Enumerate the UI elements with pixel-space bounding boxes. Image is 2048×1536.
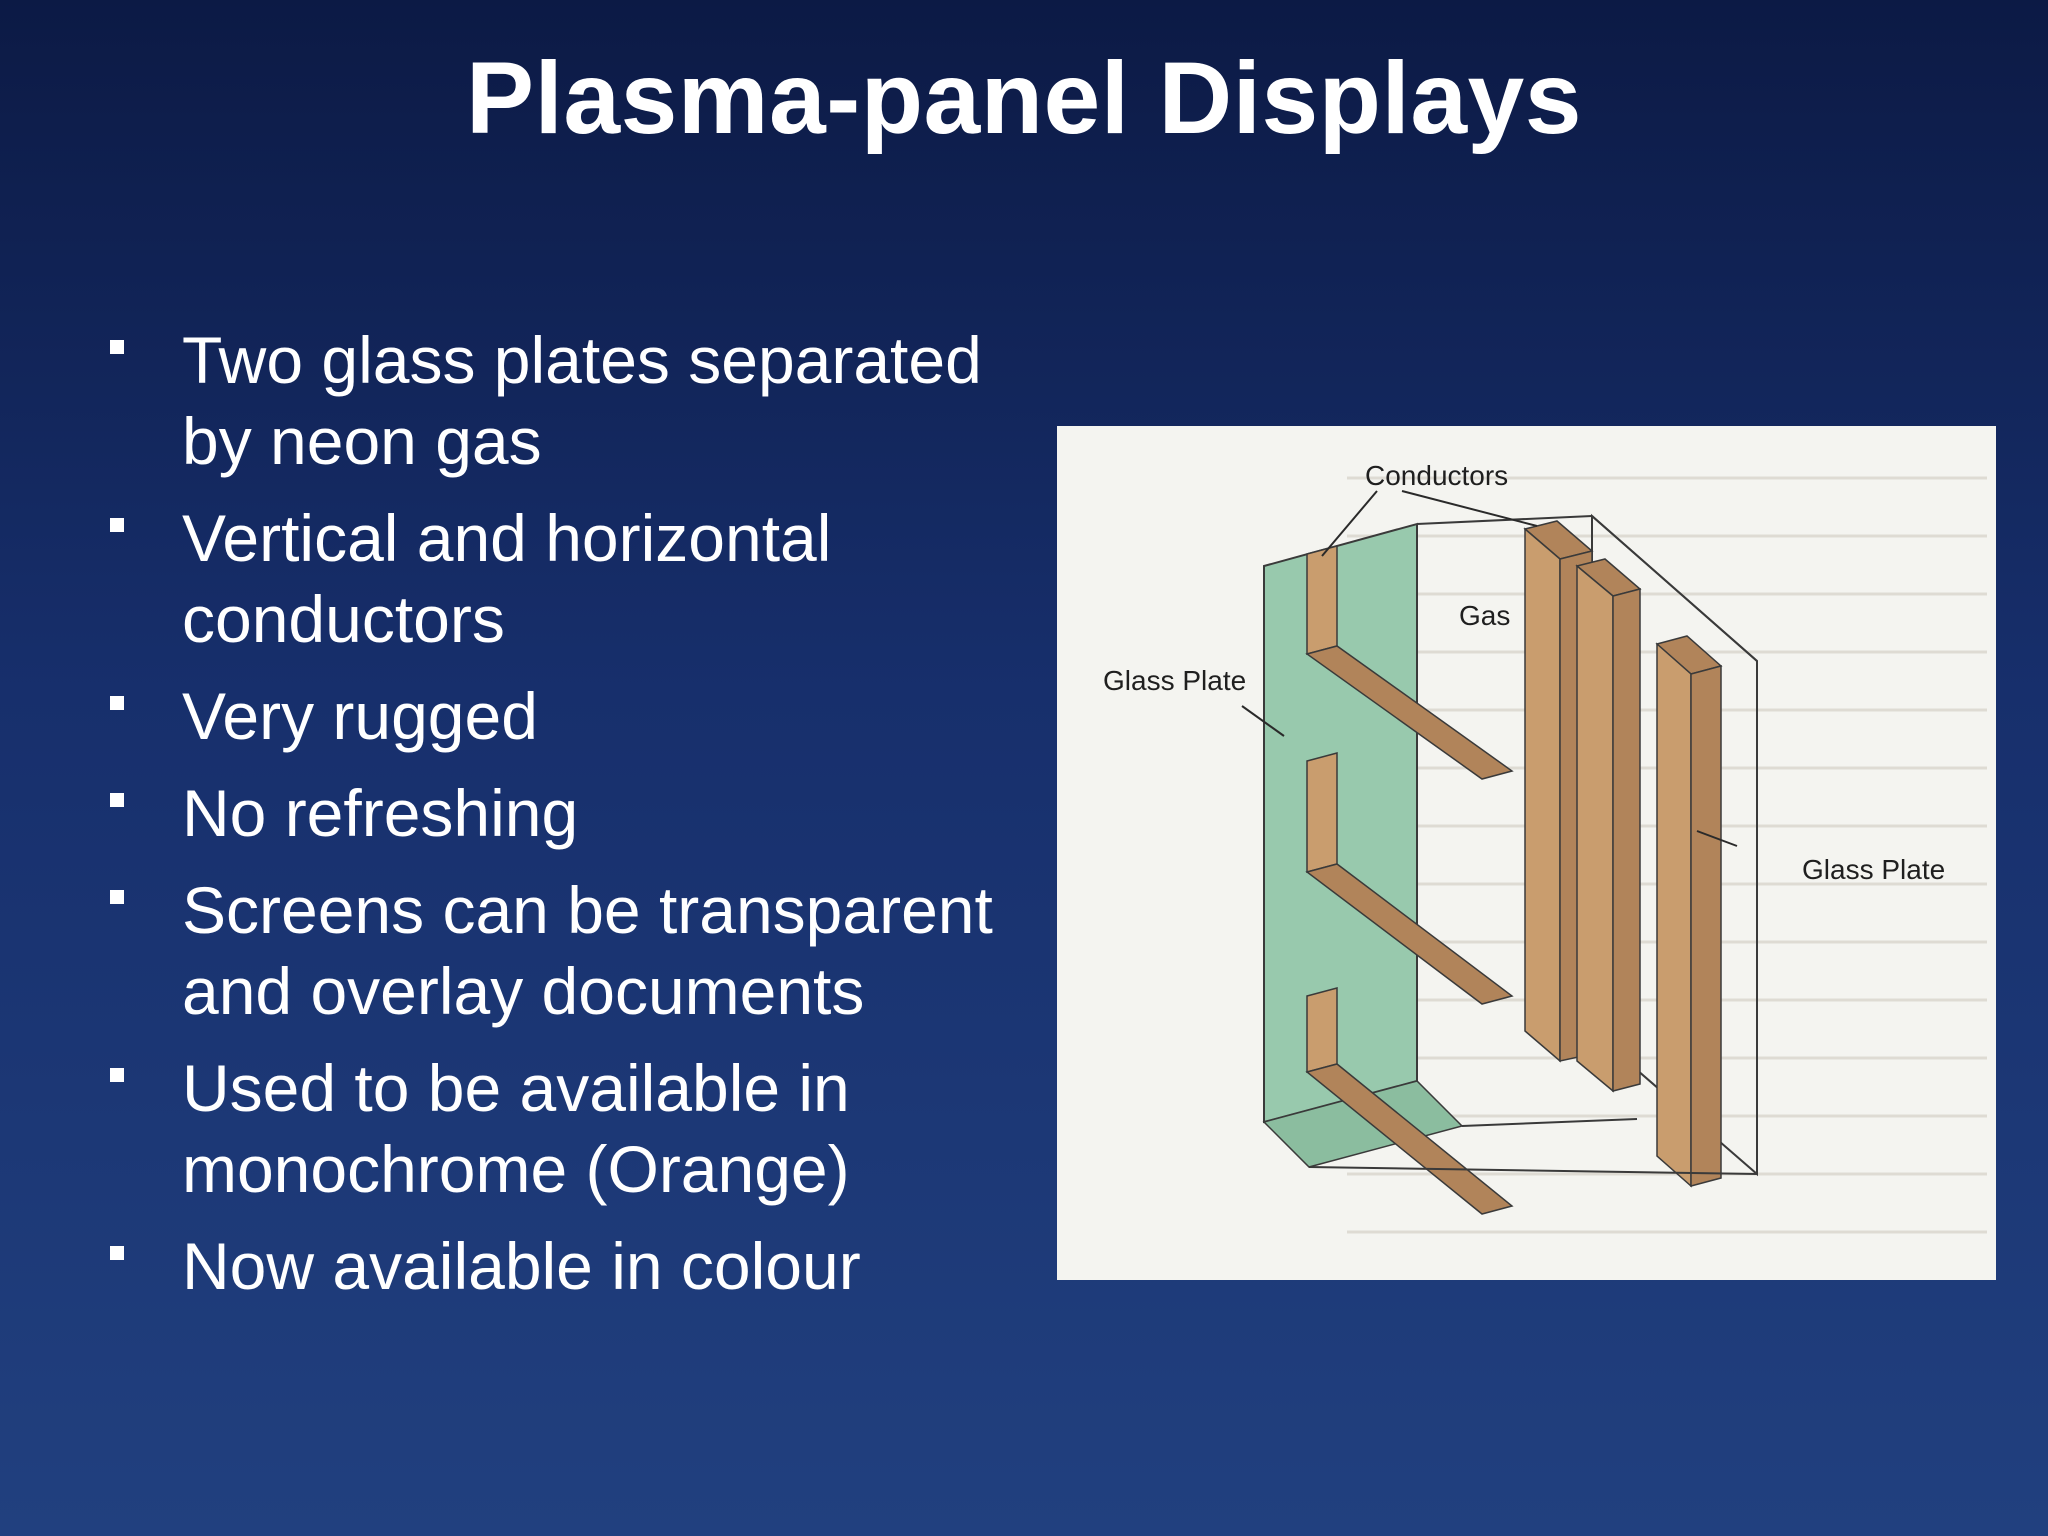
- plasma-panel-diagram: Conductors Gas Glass Plate Glass Plate: [1057, 426, 1996, 1280]
- gas-label: Gas: [1459, 600, 1511, 631]
- bullet-text: No refreshing: [182, 776, 579, 850]
- square-bullet-icon: [110, 890, 124, 904]
- glass-plate-right-label: Glass Plate: [1802, 854, 1946, 885]
- panel-outline: [1308, 515, 1758, 1175]
- bullet-text: Two glass plates separated by neon gas: [182, 323, 982, 478]
- square-bullet-icon: [110, 518, 124, 532]
- slide-title: Plasma-panel Displays: [465, 41, 1582, 155]
- bullet-item: Now available in colour: [110, 1226, 1050, 1307]
- bullet-list: Two glass plates separated by neon gas V…: [110, 320, 1050, 1323]
- bullet-item: Two glass plates separated by neon gas: [110, 320, 1050, 482]
- bullet-item: Screens can be transparent and overlay d…: [110, 870, 1050, 1032]
- front-glass-plate: [1263, 522, 1418, 1124]
- square-bullet-icon: [110, 793, 124, 807]
- bullet-text: Very rugged: [182, 679, 538, 753]
- bullet-text: Vertical and horizontal conductors: [182, 501, 832, 656]
- bullet-text: Used to be available in monochrome (Oran…: [182, 1051, 850, 1206]
- bullet-item: Used to be available in monochrome (Oran…: [110, 1048, 1050, 1210]
- square-bullet-icon: [110, 1246, 124, 1260]
- plasma-panel-illustration: [1241, 476, 1987, 1234]
- square-bullet-icon: [110, 1068, 124, 1082]
- square-bullet-icon: [110, 340, 124, 354]
- bullet-item: Vertical and horizontal conductors: [110, 498, 1050, 660]
- square-bullet-icon: [110, 696, 124, 710]
- label-leader-lines: [1241, 490, 1738, 847]
- bullet-text: Screens can be transparent and overlay d…: [182, 873, 993, 1028]
- glass-plate-left-label: Glass Plate: [1103, 665, 1247, 696]
- horizontal-conductors: [1305, 545, 1514, 1215]
- conductors-label: Conductors: [1365, 460, 1509, 491]
- bullet-text: Now available in colour: [182, 1229, 861, 1303]
- bullet-item: Very rugged: [110, 676, 1050, 757]
- bullet-item: No refreshing: [110, 773, 1050, 854]
- vertical-conductors: [1523, 520, 1723, 1188]
